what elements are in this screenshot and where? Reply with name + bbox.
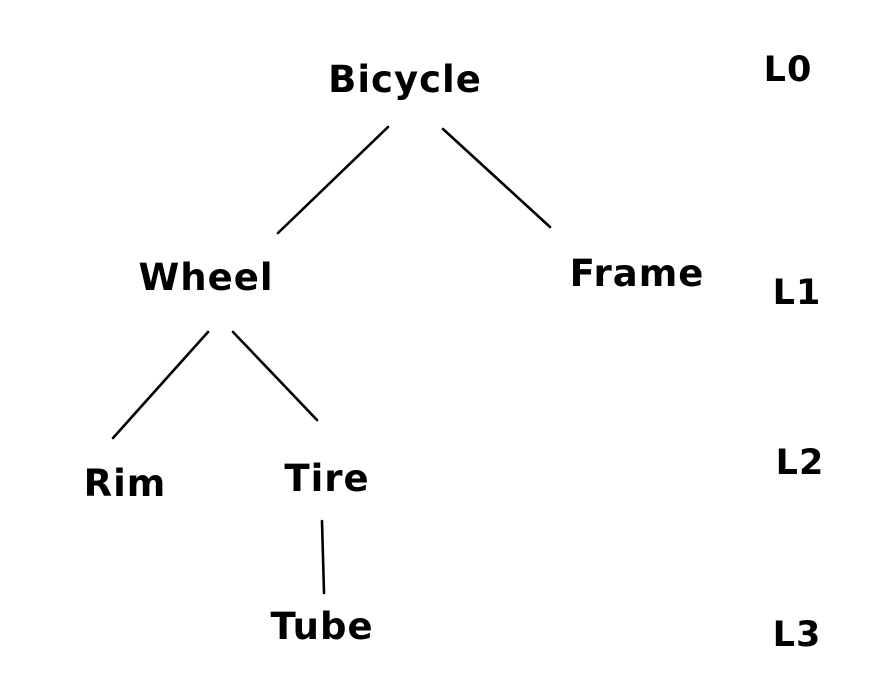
level-label-l3: L3 [772,615,822,655]
edge-bicycle-wheel [276,125,390,235]
tree-node-rim: Rim [83,462,167,505]
edge-wheel-rim [111,330,210,440]
tree-node-wheel: Wheel [138,256,274,299]
tree-node-bicycle: Bicycle [328,58,482,101]
level-label-l2: L2 [775,443,825,483]
tree-node-tire: Tire [284,457,370,500]
edge-tire-tube [320,519,326,595]
tree-node-tube: Tube [270,605,374,648]
level-label-l1: L1 [772,273,822,313]
level-label-l0: L0 [763,50,813,90]
edge-bicycle-frame [441,127,552,229]
edge-wheel-tire [231,330,319,422]
tree-node-frame: Frame [569,252,705,295]
